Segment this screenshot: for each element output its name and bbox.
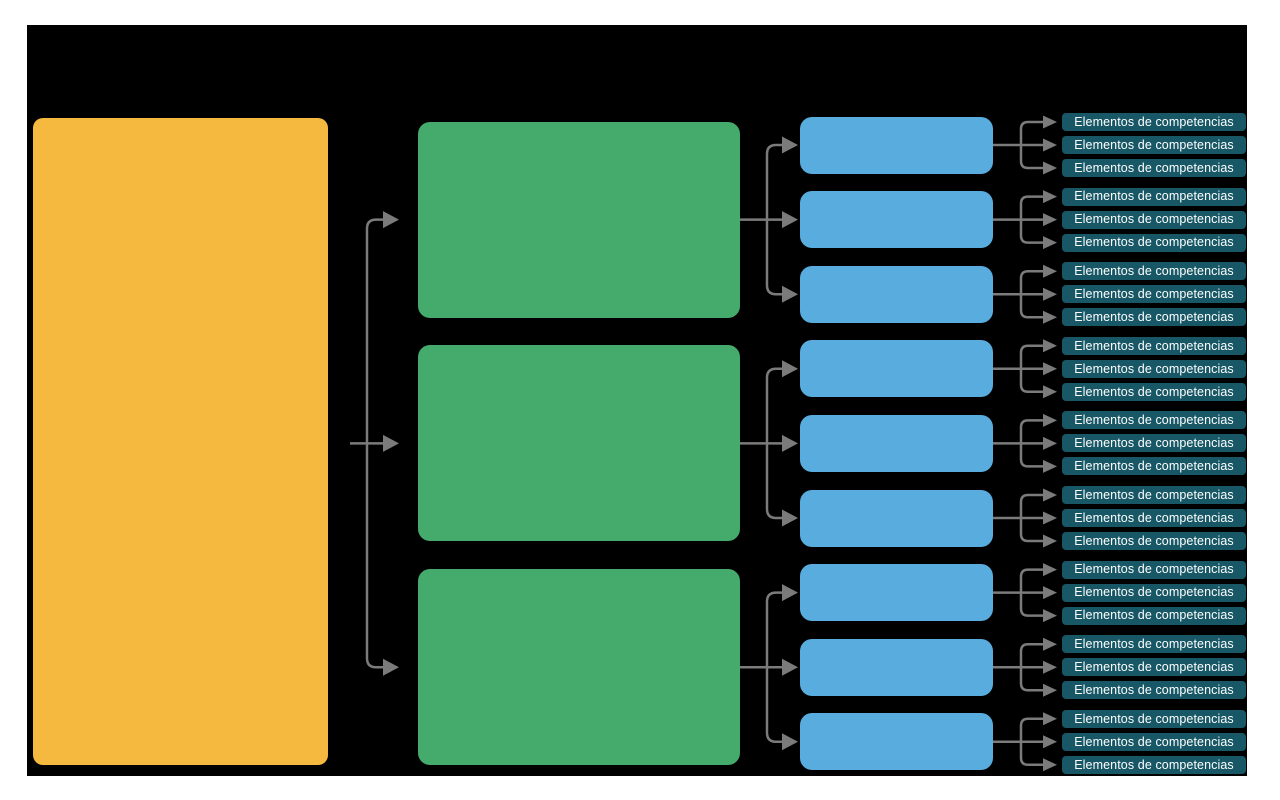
element-bar: Elementos de competencias [1062, 486, 1246, 504]
element-bar: Elementos de competencias [1062, 285, 1246, 304]
element-bar: Elementos de competencias [1062, 658, 1246, 677]
element-bar: Elementos de competencias [1062, 755, 1246, 774]
element-bar: Elementos de competencias [1062, 606, 1246, 625]
element-bar: Elementos de competencias [1062, 732, 1246, 751]
element-bar: Elementos de competencias [1062, 560, 1246, 579]
subbranch-box [800, 116, 993, 174]
element-bar: Elementos de competencias [1062, 457, 1246, 476]
subbranch-box [800, 713, 993, 771]
subbranch-box [800, 564, 993, 622]
element-bar: Elementos de competencias [1062, 635, 1246, 654]
element-bar: Elementos de competencias [1062, 681, 1246, 700]
element-bar: Elementos de competencias [1062, 233, 1246, 252]
subbranch-box [800, 489, 993, 547]
element-bar: Elementos de competencias [1062, 159, 1246, 177]
element-bar: Elementos de competencias [1062, 262, 1246, 281]
element-bar: Elementos de competencias [1062, 382, 1246, 401]
branch-box [418, 121, 740, 318]
element-bar: Elementos de competencias [1062, 136, 1246, 154]
subbranch-box [800, 340, 993, 398]
element-bar: Elementos de competencias [1062, 359, 1246, 378]
element-bar: Elementos de competencias [1062, 509, 1246, 527]
element-bar: Elementos de competencias [1062, 709, 1246, 728]
element-bar: Elementos de competencias [1062, 210, 1246, 229]
element-bar: Elementos de competencias [1062, 336, 1246, 355]
element-bar: Elementos de competencias [1062, 532, 1246, 550]
element-bar: Elementos de competencias [1062, 583, 1246, 602]
subbranch-box [800, 191, 993, 249]
subbranch-box [800, 414, 993, 472]
branch-box [418, 345, 740, 542]
element-bar: Elementos de competencias [1062, 411, 1246, 430]
element-bar: Elementos de competencias [1062, 113, 1246, 131]
element-bar: Elementos de competencias [1062, 187, 1246, 206]
element-bar: Elementos de competencias [1062, 308, 1246, 327]
branch-box [418, 569, 740, 766]
subbranch-box [800, 265, 993, 323]
root-box [33, 118, 328, 765]
subbranch-box [800, 638, 993, 696]
element-bar: Elementos de competencias [1062, 434, 1246, 453]
